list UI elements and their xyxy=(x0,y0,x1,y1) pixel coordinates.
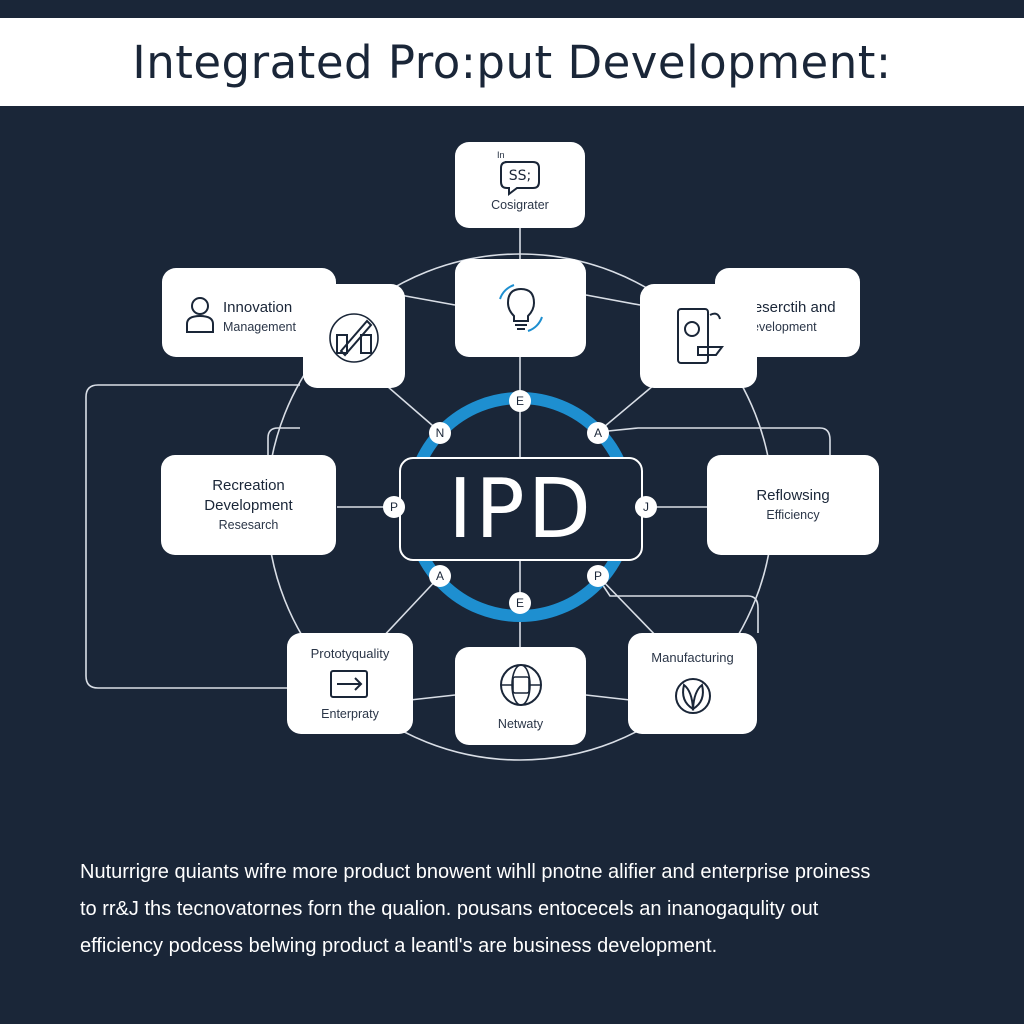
node-netwaty-card[interactable]: Netwaty xyxy=(455,647,586,745)
node-manufacturing-card[interactable]: Manufacturing xyxy=(628,633,757,734)
badge-upper-right: A xyxy=(587,422,609,444)
ipd-label: IPD xyxy=(448,461,594,557)
badge-bottom: E xyxy=(509,592,531,614)
node-top-caption: Cosigrater xyxy=(491,198,549,212)
badge-lower-right: P xyxy=(587,565,609,587)
node-innovation-title: Innovation xyxy=(223,299,293,316)
node-recreation-line3: Resesarch xyxy=(218,518,279,532)
node-top-card[interactable]: SS; Cosigrater xyxy=(455,142,585,228)
tools-icon xyxy=(329,313,379,363)
node-top-icon-text: SS; xyxy=(509,168,532,184)
badge-left: P xyxy=(383,496,405,518)
arrow-board-icon xyxy=(330,669,368,698)
node-tools-card[interactable] xyxy=(303,284,405,388)
node-recreation-card[interactable]: Recreation Development Resesarch xyxy=(161,455,336,555)
node-recreation-line2: Development xyxy=(204,497,293,514)
title-bar: Integrated Pro:put Development: xyxy=(0,18,1024,106)
node-prototype-title: Prototyquality xyxy=(310,645,390,661)
badge-lower-left: A xyxy=(429,565,451,587)
footer-line-3: efficiency podcess belwing product a lea… xyxy=(80,935,718,957)
document-gear-icon xyxy=(676,308,724,364)
leaf-gear-icon xyxy=(674,677,711,714)
node-reflowsing-card[interactable]: Reflowsing Efficiency xyxy=(707,455,879,555)
node-top-small-label: In xyxy=(497,150,505,160)
node-reflowsing-title: Reflowsing xyxy=(756,487,830,504)
footer-line-2: to rr&J ths tecnovatornes forn the quali… xyxy=(80,898,819,920)
chat-bubble-icon: SS; xyxy=(500,161,540,196)
node-research-title: Reserctih and xyxy=(743,299,836,316)
node-prototype-card[interactable]: Prototyquality Enterpraty xyxy=(287,633,413,734)
node-netwaty-caption: Netwaty xyxy=(497,717,544,731)
lightbulb-icon xyxy=(498,284,543,332)
node-document-card[interactable] xyxy=(640,284,757,388)
page-title: Integrated Pro:put Development: xyxy=(132,35,892,89)
globe-icon xyxy=(499,664,542,706)
node-idea-card[interactable] xyxy=(455,259,586,357)
ipd-center-box[interactable]: IPD xyxy=(399,457,643,561)
badge-upper-left: N xyxy=(429,422,451,444)
node-recreation-line1: Recreation xyxy=(212,477,285,494)
badge-top: E xyxy=(509,390,531,412)
node-innovation-sub: Management xyxy=(223,320,296,334)
node-prototype-sub: Enterpraty xyxy=(321,706,379,721)
footer-description: Nuturrigre quiants wifre more product bn… xyxy=(80,854,960,965)
node-research-sub: Development xyxy=(743,320,817,334)
badge-right: J xyxy=(635,496,657,518)
footer-line-1: Nuturrigre quiants wifre more product bn… xyxy=(80,861,871,883)
node-manufacturing-title: Manufacturing xyxy=(651,649,734,665)
person-icon xyxy=(186,297,214,333)
node-reflowsing-sub: Efficiency xyxy=(766,508,820,522)
